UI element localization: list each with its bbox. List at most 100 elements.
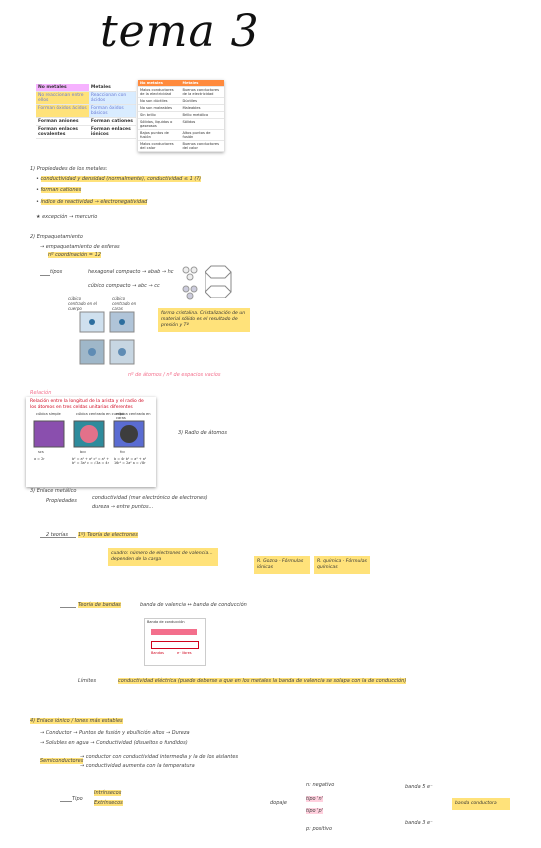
section1-heading: 1) Propiedades de los metales: xyxy=(30,166,108,172)
cell-label: bcc xyxy=(80,450,87,454)
table-cell: Reaccionan con ácidos xyxy=(88,91,136,105)
tipo-p-text: tipo 'p' xyxy=(306,808,324,814)
banda-text: banda de valencia ↔ banda de conducción xyxy=(140,602,247,608)
table-cell: Forman enlaces covalentes xyxy=(36,125,89,139)
table-cell: Altos puntos de fusión xyxy=(180,129,224,141)
band-label: Bandas xyxy=(151,651,164,655)
section3-heading: 3) Enlace metálico xyxy=(30,488,77,494)
band-bar xyxy=(151,641,199,649)
section1-item-text: forman cationes xyxy=(40,187,82,193)
table-cell: Forman cationes xyxy=(88,117,136,126)
header-metals: Metales xyxy=(180,80,224,87)
band-bar xyxy=(151,629,197,635)
relation-title: Relación entre la longitud de la arista … xyxy=(30,399,144,410)
lattice-images xyxy=(79,311,135,365)
comparison-table-left: No metales Metales No reaccionan entre e… xyxy=(36,84,136,139)
table-cell: Forman aniones xyxy=(36,117,89,126)
limites-text-span: conductividad eléctrica (puede deberse a… xyxy=(118,678,407,684)
formula: b² = a² + a² c² = a² + b² = 3a² c = √3a … xyxy=(72,457,110,465)
sub-label-face: cúbico centrado en caras xyxy=(112,296,137,311)
yellow-box-1-text: R. Gozna · Fórmulas iónicas xyxy=(257,559,304,570)
cell-label: scs xyxy=(38,450,44,454)
crystal-note-text: forma cristalina. Cristalización de un m… xyxy=(161,311,246,328)
right-band-2: banda 3 e⁻ xyxy=(405,820,433,826)
page-title: tema 3 xyxy=(100,6,260,57)
extrinsecos-text: Extrínsecos xyxy=(94,800,123,806)
extrinsecos-label: Extrínsecos xyxy=(94,800,123,806)
header-metals: Metales xyxy=(88,84,136,92)
teorias-label: 2 teorías xyxy=(46,532,68,538)
teoria2: Teoría de bandas xyxy=(78,602,121,608)
tipo-p-label: tipo 'p' xyxy=(306,808,324,814)
table-cell: Forman óxidos ácidos xyxy=(36,104,89,118)
section2-line: nº coordinación = 12 xyxy=(48,252,101,258)
cell-label: fcc xyxy=(120,450,126,454)
yellow-box-1: R. Gozna · Fórmulas iónicas xyxy=(254,556,310,574)
band-diagram-title: Banda de conducción xyxy=(147,620,185,624)
teoria2-text: Teoría de bandas xyxy=(78,602,121,608)
divider xyxy=(40,275,50,276)
yellow-box-2: R. química · Fórmulas químicas xyxy=(314,556,370,574)
section2-line-text: nº coordinación = 12 xyxy=(48,252,101,258)
semiconductor-line: → conductividad aumenta con la temperatu… xyxy=(80,763,195,769)
table-cell: Sin brillo xyxy=(138,111,181,119)
radius-note: 3) Radio de átomos xyxy=(178,430,227,436)
section4-heading: 4) Enlace iónico / Iones más estables xyxy=(30,718,123,724)
table-cell: Sólidos xyxy=(180,118,224,130)
band-diagram: Banda de conducción Bandas e⁻ libres xyxy=(144,618,206,666)
pink-note: nº de átomos / nº de espacios vacíos xyxy=(128,372,221,378)
yellow-box-2-text: R. química · Fórmulas químicas xyxy=(317,559,367,570)
semiconductor-label-text: Semiconductores xyxy=(40,758,84,764)
teoria1: 1º) Teoría de electrones xyxy=(78,532,138,538)
header-nonmetals: No metales xyxy=(36,84,89,92)
semiconductor-label: Semiconductores xyxy=(40,758,84,764)
right-band-1: banda 5 e⁻ xyxy=(405,784,433,790)
dopaje-label: dopaje xyxy=(270,800,287,806)
table-cell: No reaccionan entre ellos xyxy=(36,91,89,105)
table-cell: No son maleables xyxy=(138,104,181,112)
limites-label: Límites xyxy=(78,678,97,684)
prop-line: conductividad (mar electrónico de electr… xyxy=(92,495,208,501)
section1-item-text: conductividad y densidad (normalmente), … xyxy=(40,176,201,182)
prop-line: dureza → entre puntos... xyxy=(92,504,154,510)
divider xyxy=(60,607,76,608)
section2-line: → empaquetamiento de esferas xyxy=(40,244,120,250)
table-cell: Sólidos, líquidos o gaseosos xyxy=(138,118,181,130)
table-cell: Maleables xyxy=(180,104,224,112)
relation-header: cúbica centrada en cuerpo xyxy=(76,412,125,416)
table-cell: Bajos puntos de fusión xyxy=(138,129,181,141)
formula: a = 2r xyxy=(34,457,45,461)
formula: b = 4r b² = a² + a² 16r² = 2a² a = √8r xyxy=(114,457,147,465)
table-cell: Buenos conductores del calor xyxy=(180,140,224,152)
table-cell: Forman enlaces iónicos xyxy=(88,125,136,139)
table-cell: Forman óxidos básicos xyxy=(88,104,136,118)
cell-shapes xyxy=(33,420,145,448)
divider xyxy=(40,537,76,538)
tipo-label: Tipo xyxy=(72,796,83,802)
relation-header: cúbica centrada en caras xyxy=(116,412,151,420)
table-cell: Buenos conductores de la electricidad xyxy=(180,86,224,98)
cubico-line: cúbico compacto → abc → cc xyxy=(88,283,160,289)
comparison-table-right: No metales Metales Malos conductores de … xyxy=(138,80,224,152)
p-positive: p: positivo xyxy=(306,826,333,832)
sub-label-body: cúbico centrado en el cuerpo xyxy=(68,296,97,311)
tipo-n-text: tipo 'n' xyxy=(306,796,324,802)
table-cell: No son dúctiles xyxy=(138,97,181,105)
tipos-label: tipos xyxy=(50,269,63,275)
propiedades-label: Propiedades xyxy=(46,498,77,504)
relation-figure: Relación entre la longitud de la arista … xyxy=(26,397,156,487)
section4-line: → Solubles en agua → Conductividad (disu… xyxy=(40,740,188,746)
n-negative: n: negativo xyxy=(306,782,335,788)
limites-text: conductividad eléctrica (puede deberse a… xyxy=(118,678,407,684)
spheres-icon xyxy=(182,266,198,300)
crystal-note: forma cristalina. Cristalización de un m… xyxy=(158,308,250,332)
section1-item-text: excepción → mercurio xyxy=(42,214,98,220)
cuadro-note: cuadro: número de electrones de valencia… xyxy=(108,548,218,566)
relation-label: Relación xyxy=(30,390,52,396)
table-cell: Malos conductores de la electricidad xyxy=(138,86,181,98)
semiconductor-line: → conductor con conductividad intermedia… xyxy=(80,754,239,760)
section1-item: ★ excepción → mercurio xyxy=(36,214,98,220)
right-note: banda conductora xyxy=(452,798,510,810)
divider xyxy=(60,801,72,802)
teoria1-text: 1º) Teoría de electrones xyxy=(78,532,138,538)
